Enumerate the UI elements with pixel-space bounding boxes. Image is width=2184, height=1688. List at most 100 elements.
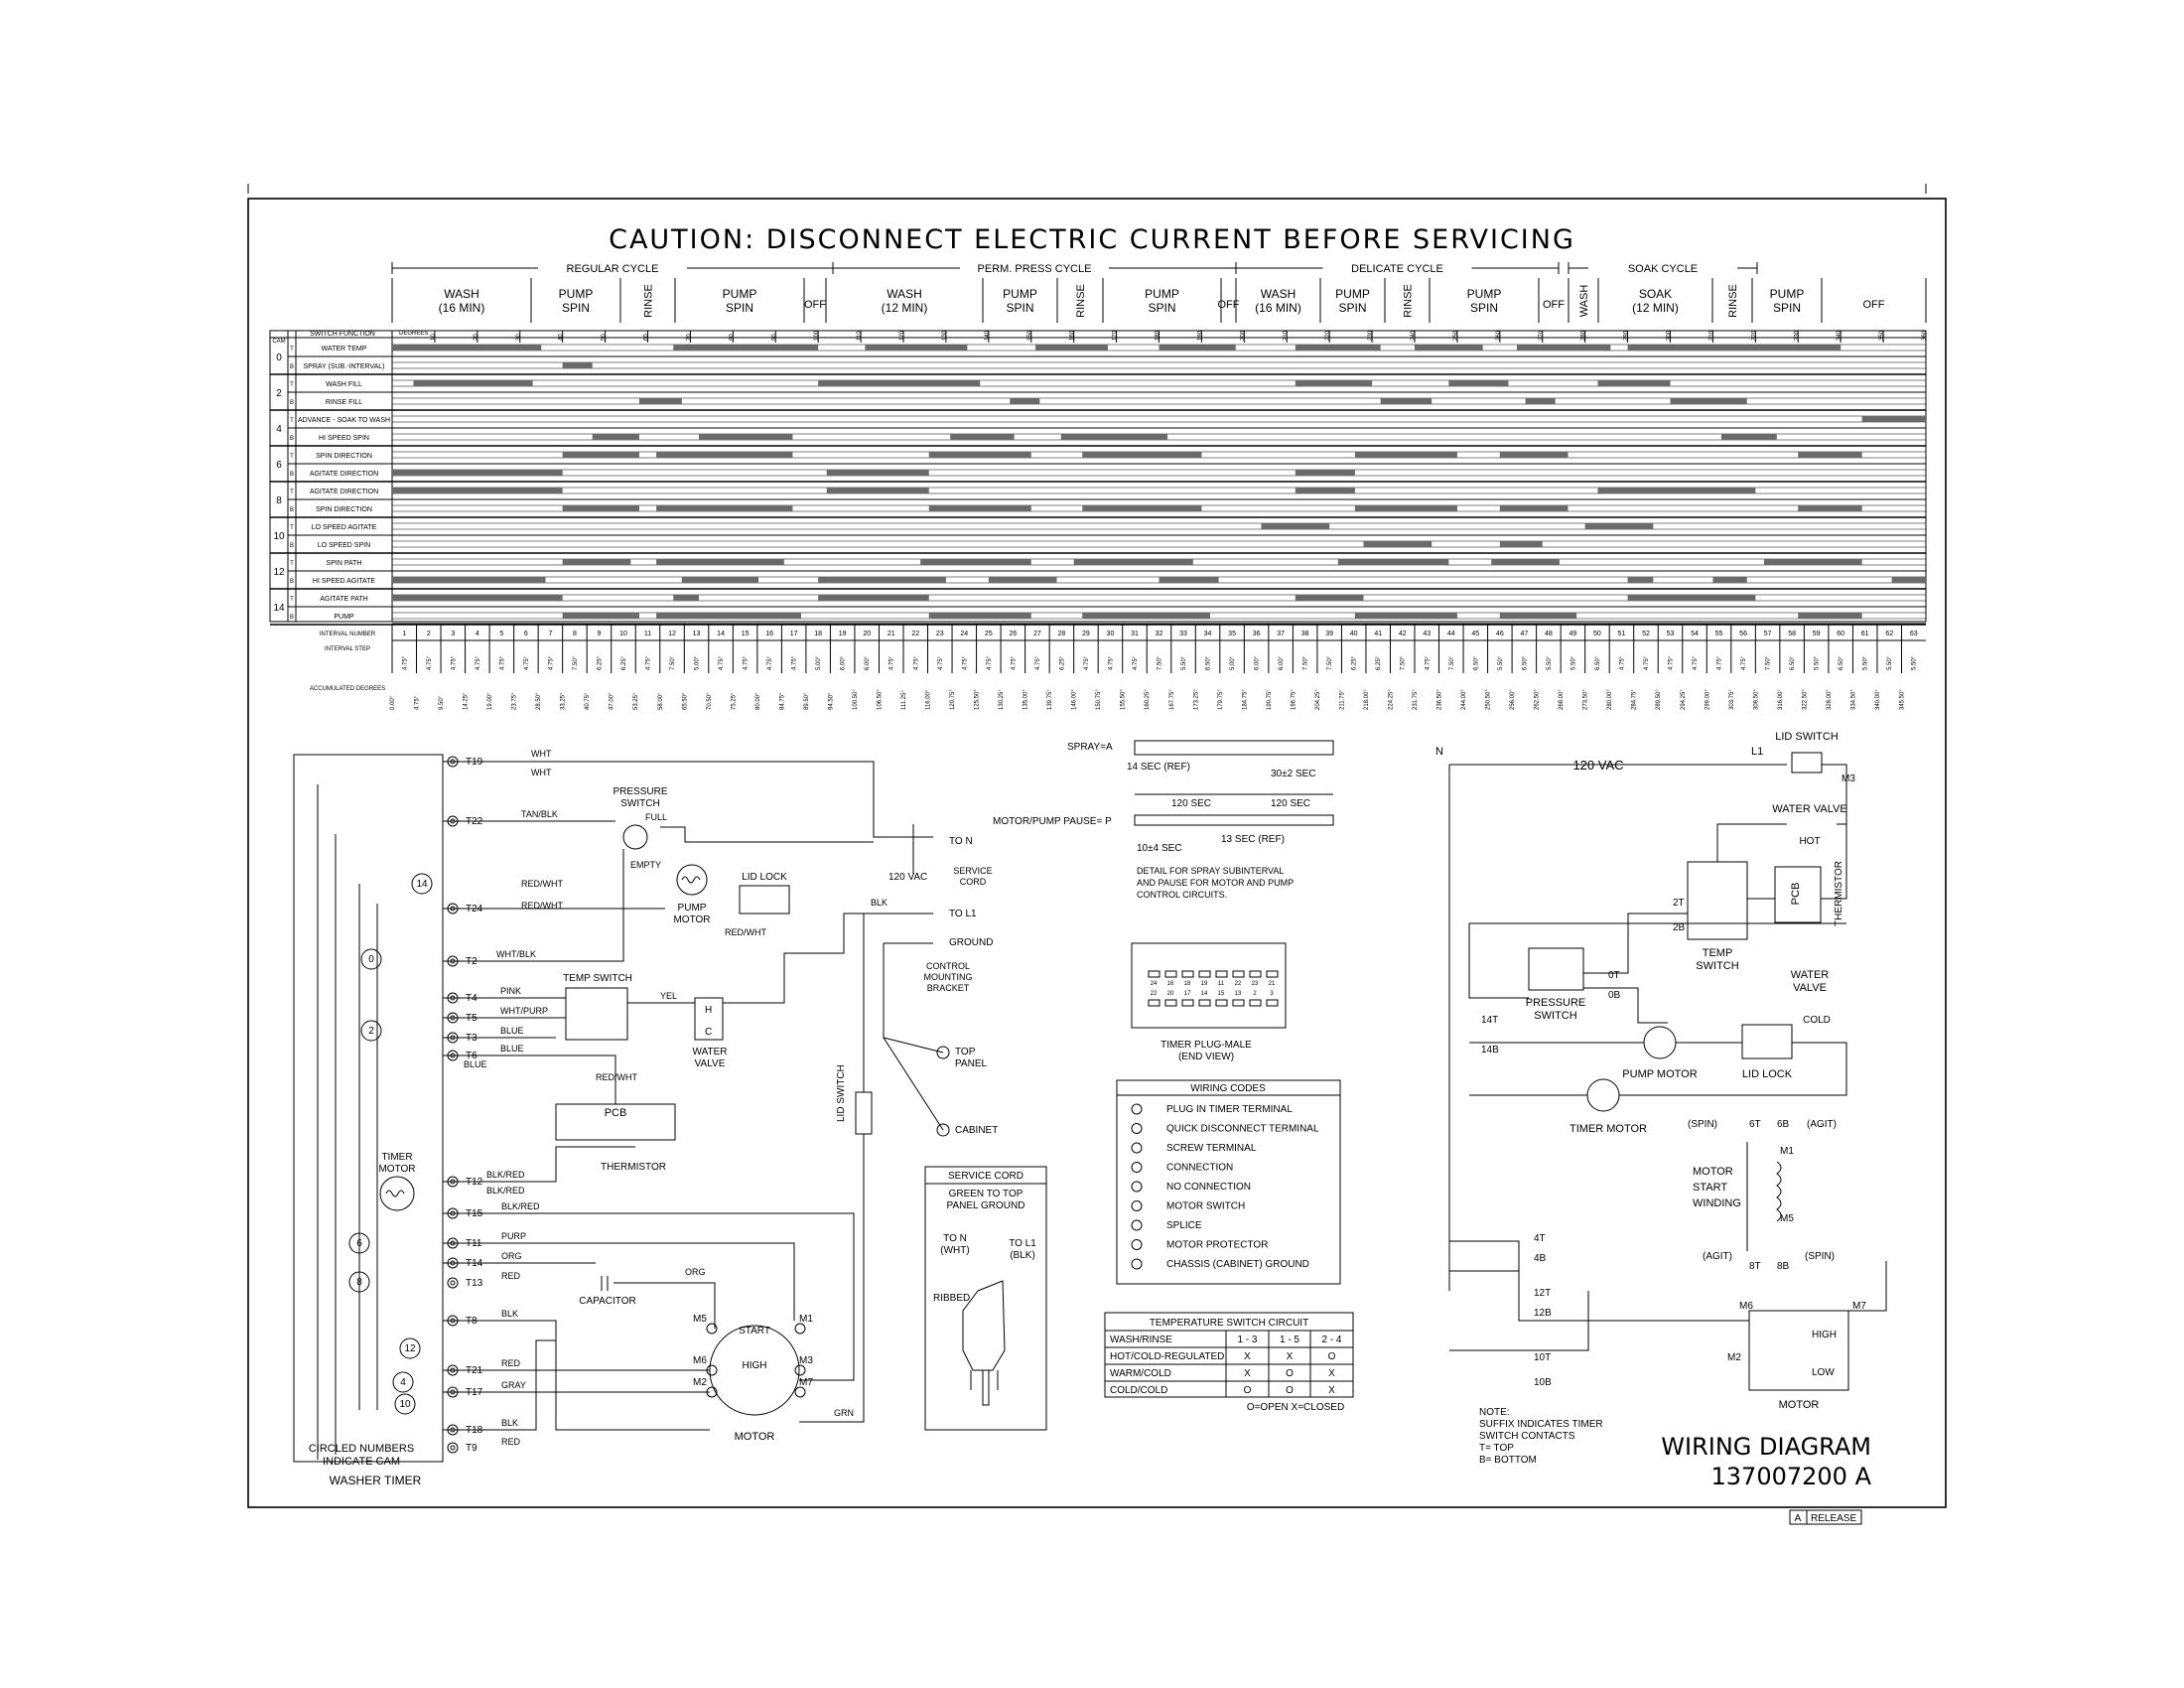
interval-step: 6.50° [1839, 655, 1844, 670]
degree-mark: 70 [686, 334, 692, 341]
motor-terminal-label: M5 [693, 1314, 707, 1325]
cam-circle-icon [392, 1371, 414, 1393]
wiring-code-symbol-icon [1131, 1103, 1143, 1115]
interval-step: 7.50° [573, 655, 579, 670]
cam-function-top: AGITATE PATH [320, 596, 367, 603]
blk-wire: BLK [871, 898, 887, 908]
interval-number: 53 [1667, 631, 1675, 637]
interval-step: 7.50° [1449, 655, 1455, 670]
spray-label: SPRAY=A [1067, 742, 1113, 753]
interval-step: 6.25° [1376, 655, 1382, 670]
accum-degree: 19.00° [487, 692, 493, 710]
interval-step: 5.00° [816, 655, 822, 670]
plug-pin-bottom: 14 [1201, 991, 1208, 997]
cam-bar [1295, 380, 1373, 386]
interval-step: 4.75° [962, 655, 968, 670]
accum-degree: 40.75° [585, 692, 591, 710]
interval-step: 4.75° [451, 655, 457, 670]
pressure-empty-label: EMPTY [630, 860, 661, 870]
schematic-water-valve-hot: WATER VALVE [1772, 803, 1846, 815]
phase-label: OFF [1543, 299, 1565, 311]
accum-degree: 308.50° [1753, 689, 1759, 710]
interval-number: 34 [1204, 631, 1212, 637]
spray-sec30: 30±2 SEC [1271, 769, 1316, 779]
degree-mark: 100 [814, 330, 820, 341]
cam-bar [1712, 577, 1747, 583]
interval-step: 7.50° [1158, 655, 1163, 670]
interval-number: 57 [1764, 631, 1772, 637]
schematic-pump-motor: PUMP MOTOR [1622, 1068, 1697, 1080]
interval-step: 6.25° [1352, 655, 1358, 670]
service-cord-to-n: TO N(WHT) [940, 1233, 969, 1256]
drawing-number: 137007200 A [1711, 1463, 1872, 1490]
accum-degree: 111.25° [901, 690, 907, 710]
plug-pin-bottom: 15 [1218, 991, 1225, 997]
cam-bar [1584, 523, 1654, 529]
accum-degree: 250.50° [1486, 689, 1492, 710]
degree-mark: 360 [1922, 330, 1928, 341]
interval-step: 4.75° [524, 655, 530, 670]
cam-bar [1627, 595, 1756, 601]
cam-bar [1448, 380, 1509, 386]
timer-motor-icon [379, 1176, 415, 1211]
wire-color-label: BLK [501, 1418, 518, 1428]
wire-color-label: BLK [501, 1309, 518, 1319]
wire-color-label: WHT [531, 768, 552, 777]
cam-bar [818, 595, 929, 601]
cam-bar [1499, 541, 1543, 547]
cam-bar [392, 577, 546, 583]
cam-bar [988, 577, 1057, 583]
accum-degree: 100.50° [853, 689, 859, 710]
cam-function-top: WASH FILL [326, 381, 362, 388]
cam-bar [818, 380, 981, 386]
wire-color-label: GRAY [501, 1380, 526, 1390]
interval-step: 4.75° [913, 655, 919, 670]
accum-degree: 28.50° [536, 692, 542, 710]
pause-ref13: 13 SEC (REF) [1221, 834, 1285, 845]
degree-mark: 320 [1751, 330, 1757, 341]
contact-label: 8T [1749, 1261, 1761, 1272]
degree-mark: 330 [1794, 330, 1800, 341]
degree-mark: 310 [1708, 330, 1714, 341]
interval-number: 48 [1545, 631, 1553, 637]
cam-bar [592, 434, 639, 440]
plug-pin-icon [1181, 970, 1194, 978]
plug-pin-top: 22 [1235, 981, 1242, 987]
accum-degree: 284.75° [1632, 689, 1638, 710]
interval-number: 38 [1301, 631, 1309, 637]
interval-number: 61 [1861, 631, 1869, 637]
interval-step: 5.00° [695, 655, 701, 670]
accum-degree: 58.00° [658, 692, 664, 710]
interval-step: 7.50° [1303, 655, 1309, 670]
pcb-wire: RED/WHT [596, 1072, 637, 1082]
plug-pin-icon [1148, 970, 1160, 978]
interval-number: 19 [839, 631, 847, 637]
cam-top: T [290, 454, 294, 460]
cam-table-frame [269, 330, 1927, 623]
accum-degree: 75.25° [731, 692, 737, 710]
interval-step: 4.75° [938, 655, 944, 670]
capacitor-label: CAPACITOR [579, 1296, 635, 1307]
accum-degree: 167.75° [1169, 689, 1175, 710]
plug-pin-bottom: 20 [1167, 991, 1174, 997]
accum-degree: 322.50° [1802, 689, 1808, 710]
interval-number: 55 [1715, 631, 1723, 637]
accum-degree: 289.50° [1656, 689, 1662, 710]
plug-pin-icon [1181, 999, 1194, 1007]
cam-bar [1010, 398, 1040, 404]
schematic-spin-bottom: (SPIN) [1805, 1251, 1835, 1262]
degree-mark: 50 [602, 334, 608, 341]
wire-color-label: RED/WHT [521, 901, 563, 911]
contact-label: M7 [1852, 1301, 1866, 1312]
cam-bar [1082, 505, 1202, 511]
phase-label: OFF [1863, 299, 1885, 311]
cam-function-bottom: PUMP [334, 614, 354, 621]
caution-title: CAUTION: DISCONNECT ELECTRIC CURRENT BEF… [609, 224, 1575, 255]
degree-mark: 120 [899, 330, 905, 341]
cam-number: 6 [276, 460, 282, 471]
cam-bar [818, 577, 946, 583]
interval-number: 12 [668, 631, 676, 637]
